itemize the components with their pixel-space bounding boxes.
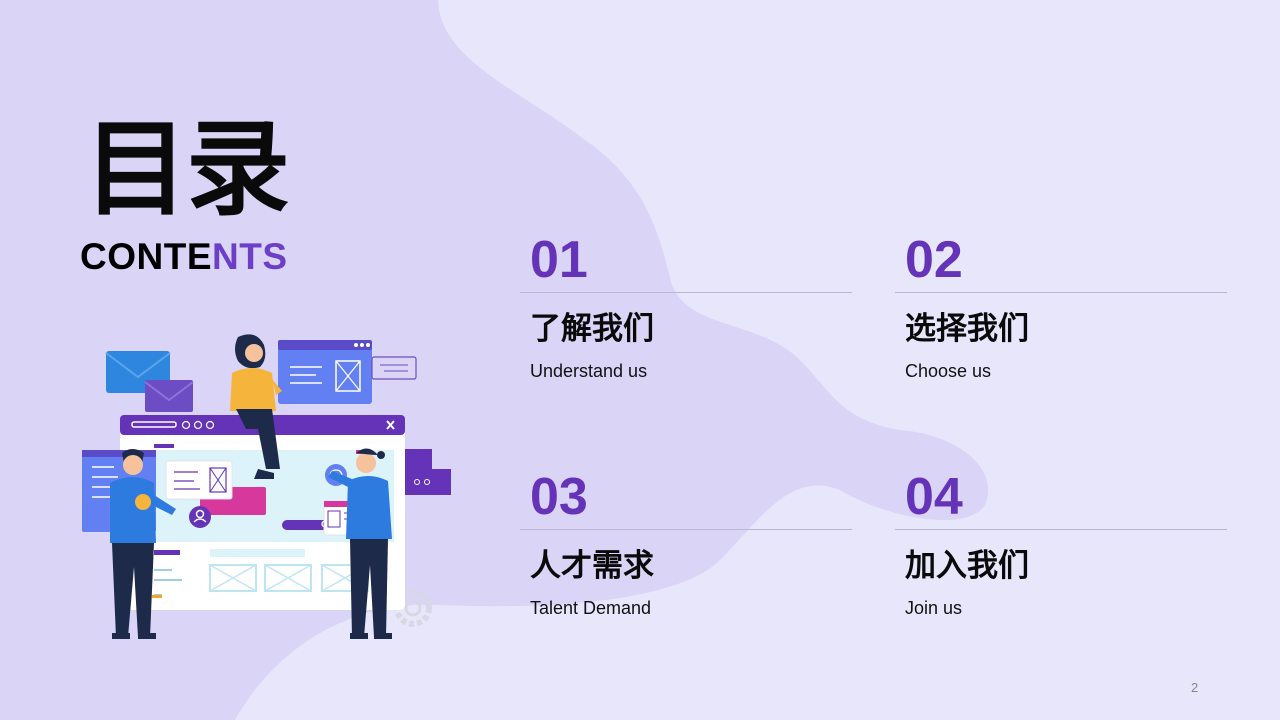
item-title-cn: 了解我们 <box>530 311 654 346</box>
divider <box>895 292 1227 293</box>
contents-item-3[interactable]: 03 人才需求 Talent Demand <box>520 471 852 617</box>
divider <box>895 529 1227 530</box>
item-title-cn: 人才需求 <box>530 548 654 583</box>
item-number: 03 <box>530 468 588 526</box>
item-title-en: Choose us <box>905 361 992 381</box>
item-number: 01 <box>530 231 588 289</box>
man-figure <box>110 449 176 639</box>
item-number: 02 <box>905 231 963 289</box>
item-title-en: Understand us <box>530 361 648 381</box>
item-title-en: Talent Demand <box>530 598 652 618</box>
team-illustration <box>82 334 451 639</box>
woman-sitting-figure <box>230 334 282 479</box>
divider <box>520 529 852 530</box>
page-title-chinese: 目录 <box>84 112 290 228</box>
contents-item-1[interactable]: 01 了解我们 Understand us <box>520 234 852 380</box>
item-title-cn: 加入我们 <box>905 548 1029 583</box>
contents-item-4[interactable]: 04 加入我们 Join us <box>895 471 1227 617</box>
contents-item-2[interactable]: 02 选择我们 Choose us <box>895 234 1227 380</box>
item-number: 04 <box>905 468 963 526</box>
wireframe-window <box>278 340 417 404</box>
item-title-en: Join us <box>905 598 963 618</box>
title-en-part1: CONTE <box>80 236 212 277</box>
envelope-icon <box>105 351 194 412</box>
item-title-cn: 选择我们 <box>905 311 1029 346</box>
divider <box>520 292 852 293</box>
page-number: 2 <box>1191 680 1199 695</box>
woman-standing-figure <box>328 448 392 639</box>
title-en-part2: NTS <box>212 236 288 277</box>
page-title-english: CONTENTS <box>80 238 288 275</box>
